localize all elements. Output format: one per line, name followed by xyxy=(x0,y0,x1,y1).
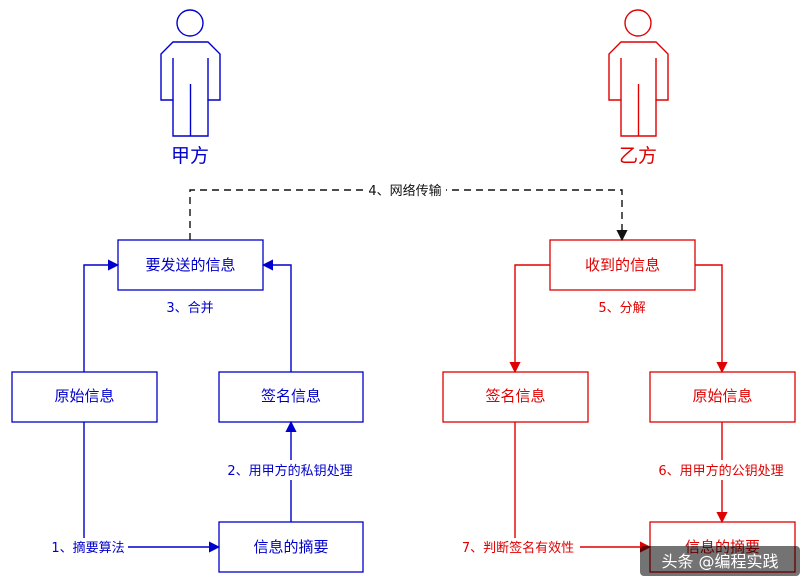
step-4-label: 4、网络传输 xyxy=(368,183,441,199)
arrow-signature-to-digest-b xyxy=(514,422,652,553)
box-signature-b: 签名信息 xyxy=(442,371,589,423)
step-7-label: 7、判断签名有效性 xyxy=(462,540,574,556)
step-1-label: 1、摘要算法 xyxy=(51,540,124,556)
box-original-b-label: 原始信息 xyxy=(692,387,752,405)
watermark: 头条 @编程实践 xyxy=(640,546,800,576)
box-signature-a: 签名信息 xyxy=(218,371,364,423)
box-send-message-label: 要发送的信息 xyxy=(145,256,235,274)
step-5-label: 5、分解 xyxy=(598,301,645,316)
arrow-signature-to-send xyxy=(261,259,292,372)
step-2-label: 2、用甲方的私钥处理 xyxy=(227,463,352,479)
watermark-text: 头条 @编程实践 xyxy=(661,552,778,571)
step-3-label: 3、合并 xyxy=(166,301,213,316)
actor-a-label: 甲方 xyxy=(171,145,209,167)
box-digest-a: 信息的摘要 xyxy=(218,521,364,573)
arrow-original-to-digest xyxy=(83,422,221,553)
step-1-label-bg xyxy=(48,538,128,556)
actor-a-figure-icon xyxy=(160,9,221,137)
arrow-received-to-signature xyxy=(509,264,550,374)
step-2-label-bg xyxy=(221,460,359,480)
actor-b-label: 乙方 xyxy=(619,145,657,167)
box-received-message-label: 收到的信息 xyxy=(585,256,660,274)
box-original-a: 原始信息 xyxy=(11,371,158,423)
step-6-label-bg xyxy=(652,460,790,480)
box-original-a-label: 原始信息 xyxy=(54,387,114,405)
step-7-label-bg xyxy=(456,538,580,556)
step-4-label-bg xyxy=(364,181,446,199)
actor-b-figure-icon xyxy=(608,9,669,137)
arrow-received-to-original xyxy=(695,264,728,374)
step-6-label: 6、用甲方的公钥处理 xyxy=(658,463,783,479)
box-signature-a-label: 签名信息 xyxy=(261,387,321,405)
box-original-b: 原始信息 xyxy=(649,371,796,423)
box-digest-a-label: 信息的摘要 xyxy=(253,538,328,556)
box-send-message: 要发送的信息 xyxy=(117,239,264,291)
arrow-original-to-send xyxy=(83,259,120,372)
box-received-message: 收到的信息 xyxy=(549,239,696,291)
box-signature-b-label: 签名信息 xyxy=(485,387,545,405)
